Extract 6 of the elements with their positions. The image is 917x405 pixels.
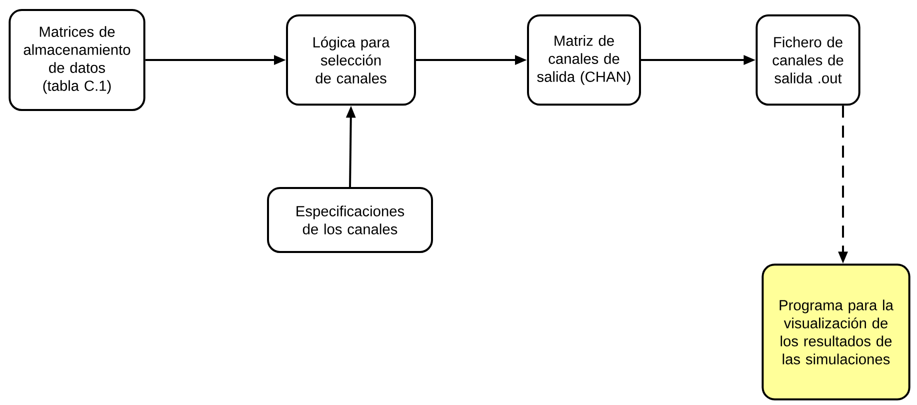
process-box: Lógica para selección de canales xyxy=(286,14,416,106)
program-box: Programa para la visualización de los resultados de las simulaciones xyxy=(762,264,910,400)
process-box: Matriz de canales de salida (CHAN) xyxy=(527,14,641,106)
process-box: Especificaciones de los canales xyxy=(267,187,433,253)
process-box: Matrices de almacenamiento de datos (tabla C.1) xyxy=(8,9,146,111)
process-box: Fichero de canales de salida .out xyxy=(756,14,860,106)
